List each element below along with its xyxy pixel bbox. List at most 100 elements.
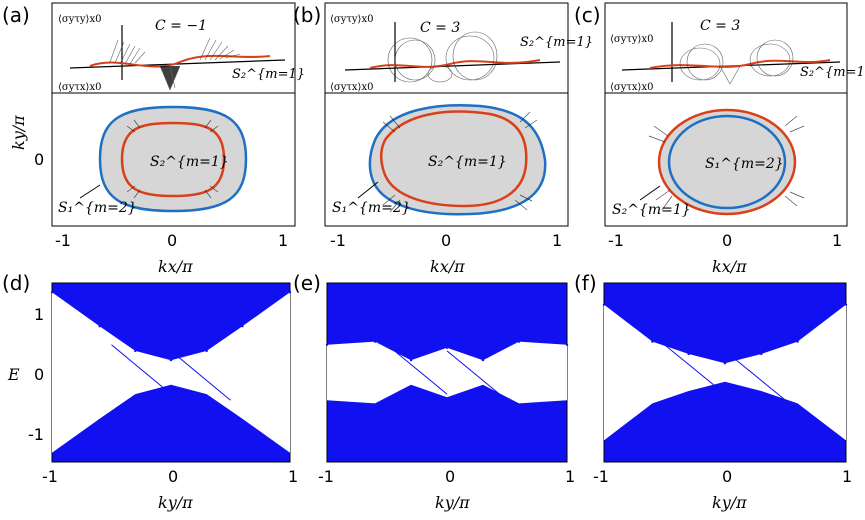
inset-frame-b bbox=[324, 2, 569, 94]
panel-a: ⟨σyτy⟩x0 ⟨σyτx⟩x0 C = −1 S₂^{m=1} S₂^{m=… bbox=[51, 2, 305, 227]
gap-edge-point bbox=[373, 340, 377, 343]
svg-text:1: 1 bbox=[832, 231, 842, 250]
panel-label-b: (b) bbox=[293, 3, 321, 27]
panel-label-f: (f) bbox=[574, 271, 597, 295]
gap-edge-point bbox=[844, 303, 848, 306]
inset-spin-curve-a bbox=[89, 54, 271, 68]
gap-edge-point bbox=[796, 340, 799, 343]
bottom-xlabel-e: ky/π bbox=[435, 493, 470, 512]
outer-fermi-contour-c bbox=[657, 108, 797, 216]
inset-y-label-b: ⟨σyτy⟩x0 bbox=[330, 14, 373, 25]
spectrum-panel-f bbox=[602, 282, 848, 463]
outer-annotation-c: S₂^{m=1} bbox=[612, 202, 691, 218]
inset-y-label-c: ⟨σyτy⟩x0 bbox=[610, 34, 653, 45]
edge-state-line bbox=[386, 344, 448, 395]
outer-annotation-a: S₁^{m=2} bbox=[58, 200, 137, 216]
gap-edge-point bbox=[723, 362, 727, 365]
svg-text:0: 0 bbox=[168, 467, 178, 486]
inner-fermi-contour-b bbox=[380, 110, 528, 208]
band-gap-region bbox=[327, 341, 567, 404]
bottom-xticks-d: -1 0 1 bbox=[42, 467, 298, 486]
svg-text:-1: -1 bbox=[42, 467, 58, 486]
chern-label-a: C = −1 bbox=[155, 18, 207, 34]
bottom-ytick-2: -1 bbox=[28, 425, 44, 444]
top-xlabel-a: kx/π bbox=[158, 257, 193, 276]
gap-edge-point bbox=[288, 291, 292, 294]
edge-state-line bbox=[724, 350, 786, 401]
gap-edge-point bbox=[517, 340, 521, 343]
inner-annotation-a: S₂^{m=1} bbox=[150, 154, 229, 170]
svg-text:-1: -1 bbox=[318, 467, 334, 486]
inner-annotation-c: S₁^{m=2} bbox=[705, 156, 784, 172]
outer-fermi-contour-b bbox=[368, 104, 547, 216]
inset-x-label-a: ⟨σyτx⟩x0 bbox=[58, 82, 101, 93]
top-xlabel-b: kx/π bbox=[430, 257, 465, 276]
top-xticks-a: -1 0 1 bbox=[55, 231, 288, 250]
inset-s-label-b: S₂^{m=1} bbox=[520, 35, 593, 50]
inner-fermi-contour-c bbox=[667, 114, 787, 210]
outer-fermi-contour-a bbox=[98, 105, 248, 213]
bottom-xlabel-d: ky/π bbox=[158, 493, 193, 512]
inset-x-label-c: ⟨σyτx⟩x0 bbox=[610, 82, 653, 93]
spectrum-panel-e bbox=[325, 282, 569, 463]
svg-text:0: 0 bbox=[445, 467, 455, 486]
edge-state-line bbox=[170, 350, 231, 401]
top-xlabel-c: kx/π bbox=[712, 257, 747, 276]
gap-edge-point bbox=[445, 346, 449, 350]
svg-text:1: 1 bbox=[288, 467, 298, 486]
svg-text:-1: -1 bbox=[608, 231, 624, 250]
top-ytick-0: 0 bbox=[34, 150, 44, 169]
panel-label-a: (a) bbox=[2, 3, 30, 27]
bottom-xlabel-f: ky/π bbox=[712, 493, 747, 512]
svg-text:1: 1 bbox=[842, 467, 852, 486]
panel-b: ⟨σyτy⟩x0 ⟨σyτx⟩x0 C = 3 S₂^{m=1} S₂^{m=1… bbox=[324, 2, 593, 227]
gap-edge-point bbox=[481, 358, 485, 362]
svg-text:-1: -1 bbox=[55, 231, 71, 250]
spectrum-panel-d bbox=[50, 282, 292, 463]
svg-text:1: 1 bbox=[565, 467, 575, 486]
svg-text:0: 0 bbox=[722, 231, 732, 250]
edge-state-line bbox=[111, 344, 172, 395]
bottom-ylabel: E bbox=[7, 365, 20, 384]
gap-edge-point bbox=[241, 325, 244, 328]
chern-label-b: C = 3 bbox=[420, 20, 460, 36]
bottom-ytick-0: 1 bbox=[34, 305, 44, 324]
band-gap-region bbox=[52, 292, 290, 453]
panel-label-c: (c) bbox=[574, 3, 601, 27]
gap-edge-point bbox=[50, 291, 54, 294]
gap-edge-point bbox=[205, 349, 208, 353]
inset-spin-curve-b bbox=[369, 59, 541, 69]
outer-annotation-b: S₁^{m=2} bbox=[332, 200, 411, 216]
gap-edge-point bbox=[760, 352, 763, 356]
inset-spin-curve-c bbox=[649, 59, 831, 69]
top-ylabel: ky/π bbox=[9, 115, 28, 150]
inset-x-label-b: ⟨σyτx⟩x0 bbox=[330, 82, 373, 93]
bottom-ytick-1: 0 bbox=[34, 365, 44, 384]
svg-text:0: 0 bbox=[722, 467, 732, 486]
bottom-xticks-f: -1 0 1 bbox=[593, 467, 852, 486]
gap-edge-point bbox=[325, 343, 329, 346]
edge-state-line bbox=[664, 344, 726, 395]
gap-edge-point bbox=[134, 349, 137, 353]
gap-edge-point bbox=[169, 358, 173, 362]
inset-y-label-a: ⟨σyτy⟩x0 bbox=[58, 14, 101, 25]
inset-s-label-a: S₂^{m=1} bbox=[232, 67, 305, 82]
bottom-xticks-e: -1 0 1 bbox=[318, 467, 575, 486]
chern-label-c: C = 3 bbox=[700, 18, 740, 34]
gap-edge-point bbox=[602, 303, 606, 306]
gap-edge-point bbox=[687, 352, 690, 356]
top-xticks-b: -1 0 1 bbox=[330, 231, 562, 250]
inner-fermi-contour-a bbox=[120, 121, 226, 198]
svg-text:0: 0 bbox=[167, 231, 177, 250]
svg-text:-1: -1 bbox=[593, 467, 609, 486]
svg-text:-1: -1 bbox=[330, 231, 346, 250]
svg-text:0: 0 bbox=[441, 231, 451, 250]
gap-edge-point bbox=[98, 325, 101, 328]
panel-label-e: (e) bbox=[293, 271, 321, 295]
band-gap-region bbox=[604, 304, 846, 441]
gap-edge-point bbox=[409, 358, 413, 362]
gap-edge-point bbox=[565, 343, 569, 346]
panel-c: ⟨σyτy⟩x0 ⟨σyτx⟩x0 C = 3 S₂^{m=1} S₁^{m=2… bbox=[604, 2, 865, 227]
svg-text:1: 1 bbox=[278, 231, 288, 250]
